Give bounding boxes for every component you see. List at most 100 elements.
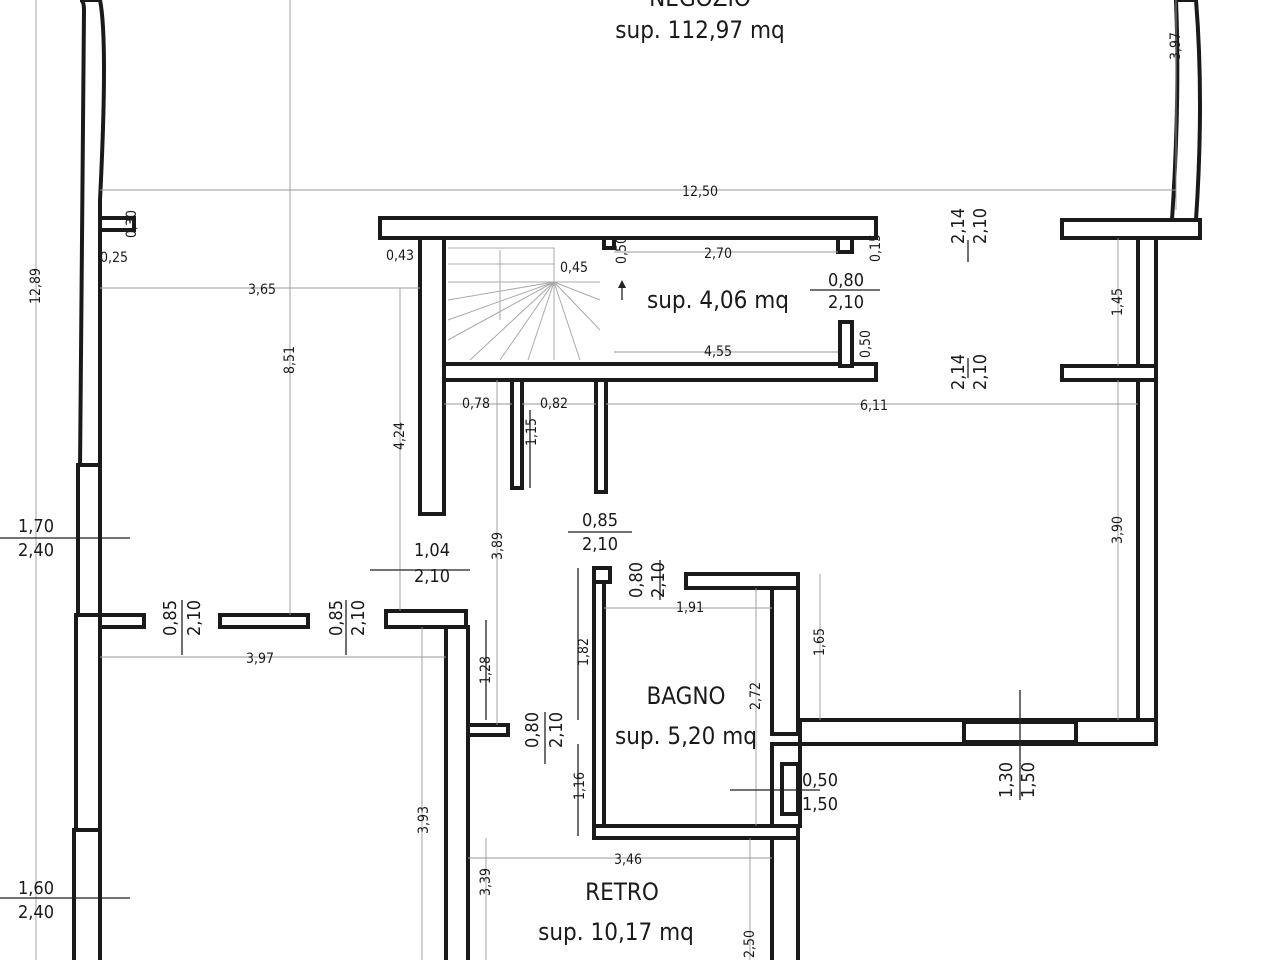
partition-right	[384, 609, 468, 629]
opening-left-lower-h: 2,40	[18, 902, 54, 923]
dim-1-45: 1,45	[1110, 288, 1126, 316]
opening-bagno-top-h: 2,10	[648, 562, 669, 598]
dim-2-70: 2,70	[704, 246, 732, 262]
right-wall-top	[1060, 218, 1202, 240]
stair-top-wall	[378, 216, 878, 240]
dim-1-65: 1,65	[812, 628, 828, 656]
corridor-wall-1	[510, 378, 524, 490]
retro-door-stub	[466, 723, 510, 737]
dim-0-45: 0,45	[560, 260, 588, 276]
opening-top-right-h: 2,10	[970, 208, 991, 244]
stair-arrow-icon	[618, 280, 626, 288]
opening-corridor-h: 2,10	[414, 566, 450, 587]
bagno-area: sup. 5,20 mq	[615, 722, 757, 750]
window-small-h: 1,50	[802, 794, 838, 815]
retro-area: sup. 10,17 mq	[538, 918, 694, 946]
dim-12-89: 12,89	[28, 268, 44, 304]
opening-left-door-w: 0,85	[160, 600, 181, 636]
right-wall-lower	[1136, 378, 1158, 746]
dim-6-11: 6,11	[860, 398, 888, 414]
opening-left-upper-w: 1,70	[18, 516, 54, 537]
dim-0-15: 0,15	[868, 234, 884, 262]
bagno-name: BAGNO	[646, 682, 725, 710]
stair-door-jamb	[602, 236, 616, 250]
stair-area: sup. 4,06 mq	[647, 286, 789, 314]
dim-12-50: 12,50	[682, 184, 718, 200]
stair-right-jamb-bottom	[838, 320, 854, 368]
bagno-left-wall	[592, 580, 606, 832]
dim-3-39: 3,39	[478, 868, 494, 896]
dim-1-15: 1,15	[524, 418, 540, 446]
stair-bottom-wall	[442, 362, 878, 382]
dim-1-28: 1,28	[478, 656, 494, 684]
room-labels: NEGOZIO sup. 112,97 mq sup. 4,06 mq BAGN…	[538, 0, 789, 946]
stair-right-jamb-top	[836, 236, 854, 254]
bagno-bottom-wall	[592, 824, 800, 840]
retro-name: RETRO	[585, 878, 659, 906]
dim-2-50: 2,50	[742, 930, 758, 958]
dim-3-65: 3,65	[248, 282, 276, 298]
dimension-lines	[0, 0, 1177, 960]
dim-0-30: 0,30	[124, 210, 140, 238]
dim-0-43: 0,43	[386, 248, 414, 264]
partition-mid	[218, 613, 310, 629]
negozio-area: sup. 112,97 mq	[615, 16, 785, 44]
dim-0-25: 0,25	[100, 250, 128, 266]
opening-left-door-h: 2,10	[184, 600, 205, 636]
dimension-labels: 12,50 3,97 12,89 0,30 0,25 3,65 8,51 0,4…	[28, 32, 1184, 958]
dim-0-82: 0,82	[540, 396, 568, 412]
dim-0-78: 0,78	[462, 396, 490, 412]
dim-0-50-a: 0,50	[614, 236, 630, 264]
dim-3-97-bottom: 3,97	[246, 651, 274, 667]
retro-left-wall	[444, 625, 470, 960]
dim-3-93: 3,93	[416, 806, 432, 834]
left-wall-glass-2	[72, 828, 102, 960]
left-curved-wall	[77, 0, 106, 472]
dim-3-97-top: 3,97	[1168, 32, 1184, 60]
opening-bagno-side-h: 2,10	[546, 712, 567, 748]
opening-right-door-h: 2,10	[348, 600, 369, 636]
staircase	[447, 247, 626, 361]
dim-3-90: 3,90	[1110, 516, 1126, 544]
dim-0-50-b: 0,50	[858, 330, 874, 358]
opening-bagno-top-w: 0,80	[626, 562, 647, 598]
left-stub	[98, 216, 136, 232]
dim-4-24: 4,24	[392, 422, 408, 450]
opening-labels: 0,80 2,10 2,14 2,10 2,14 2,10 1,70 2,40 …	[18, 208, 1039, 923]
right-wall-mid	[1060, 364, 1158, 382]
dim-3-46: 3,46	[614, 852, 642, 868]
opening-center-w: 0,85	[582, 510, 618, 531]
stair-left-wall	[418, 236, 446, 516]
opening-corridor-w: 1,04	[414, 540, 450, 561]
dim-3-89: 3,89	[490, 532, 506, 560]
dim-8-51: 8,51	[282, 346, 298, 374]
bagno-right-wall	[770, 586, 800, 736]
left-wall-mid	[74, 613, 102, 832]
partition-left	[98, 613, 146, 629]
bagno-top-left-jamb	[592, 566, 612, 584]
opening-center-h: 2,10	[582, 534, 618, 555]
dim-2-72: 2,72	[748, 682, 764, 710]
opening-bagno-side-w: 0,80	[522, 712, 543, 748]
opening-mid-right-h: 2,10	[970, 354, 991, 390]
opening-mid-right-w: 2,14	[948, 354, 969, 390]
window-large-w: 1,30	[996, 762, 1017, 798]
window-small-w: 0,50	[802, 770, 838, 791]
opening-left-upper-h: 2,40	[18, 540, 54, 561]
opening-stair-w: 0,80	[828, 270, 864, 291]
dim-4-55: 4,55	[704, 344, 732, 360]
opening-top-right-w: 2,14	[948, 208, 969, 244]
retro-right-wall	[770, 836, 800, 960]
negozio-name: NEGOZIO	[649, 0, 751, 12]
opening-left-lower-w: 1,60	[18, 878, 54, 899]
walls	[72, 0, 1202, 960]
opening-right-door-w: 0,85	[326, 600, 347, 636]
bagno-top-wall	[684, 572, 800, 590]
corridor-wall-2	[594, 378, 608, 494]
opening-stair-h: 2,10	[828, 292, 864, 313]
dim-1-91: 1,91	[676, 600, 704, 616]
dim-1-82: 1,82	[576, 638, 592, 666]
small-window	[780, 762, 800, 816]
dim-1-16: 1,16	[572, 772, 588, 800]
